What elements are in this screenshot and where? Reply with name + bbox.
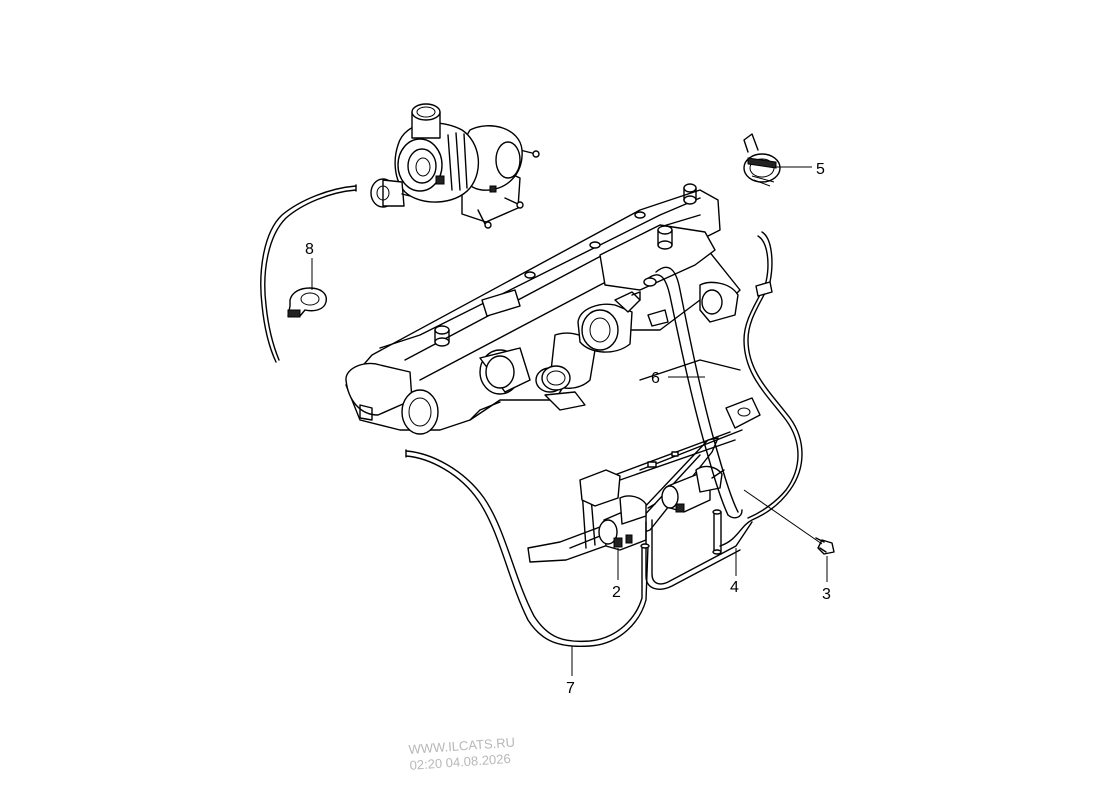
solenoid-valve-left	[598, 495, 656, 551]
hose-clamp-small	[287, 287, 327, 318]
intake-manifold	[345, 183, 761, 435]
solenoid-valve-right	[661, 465, 725, 513]
vacuum-hose-6	[643, 266, 743, 519]
callout-8: 8	[305, 241, 314, 258]
callout-6: 6	[651, 370, 660, 387]
hose-clamp-band	[743, 133, 781, 187]
vacuum-hose-7	[405, 449, 650, 648]
callout-5: 5	[816, 161, 825, 178]
callout-3: 3	[822, 586, 831, 603]
vacuum-hose-upper	[260, 184, 357, 363]
callout-2: 2	[612, 584, 621, 601]
callout-4: 4	[730, 579, 739, 596]
leader-3	[743, 489, 823, 545]
callout-7: 7	[566, 680, 575, 697]
bolt	[815, 537, 835, 555]
vacuum-hose-4	[645, 231, 803, 590]
turbocharger	[370, 103, 540, 229]
